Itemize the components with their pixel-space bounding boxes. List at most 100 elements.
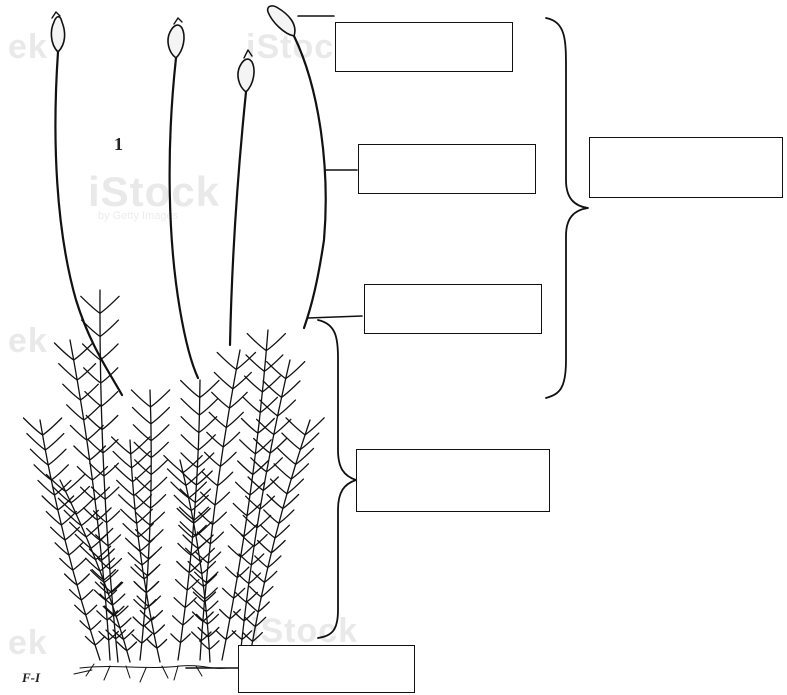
leaf xyxy=(85,392,101,407)
label-box-perichaetium[interactable] xyxy=(364,284,542,334)
seta xyxy=(170,58,198,378)
leaf xyxy=(260,397,277,412)
shoot-stem xyxy=(40,420,100,660)
leaf xyxy=(246,355,264,371)
capsule xyxy=(268,6,295,36)
leaf xyxy=(271,479,288,494)
leaf xyxy=(243,397,260,412)
leaf xyxy=(196,522,212,536)
leaf xyxy=(200,381,219,398)
shoot-stem xyxy=(130,440,160,662)
leaf xyxy=(164,456,183,473)
leaf xyxy=(101,368,118,383)
leaf xyxy=(73,558,86,570)
leaf xyxy=(134,480,151,495)
leaf xyxy=(151,611,162,621)
leaf xyxy=(151,442,168,457)
leaf xyxy=(181,399,199,415)
capsule xyxy=(238,59,254,92)
leaf xyxy=(220,610,230,619)
leaf xyxy=(286,418,305,435)
label-box-capsule[interactable] xyxy=(335,22,513,72)
leaf xyxy=(135,565,147,576)
leaf xyxy=(186,469,205,485)
leaf xyxy=(87,528,100,540)
leaf xyxy=(96,535,108,546)
leaf xyxy=(135,477,151,491)
leaf xyxy=(76,498,94,514)
leaf xyxy=(223,588,234,598)
leaf xyxy=(112,437,131,454)
leaf xyxy=(101,392,118,407)
leaf xyxy=(261,525,275,538)
leaf xyxy=(206,572,218,582)
leaf xyxy=(260,400,278,416)
leaf xyxy=(212,392,230,408)
leaf xyxy=(112,594,124,605)
leaf xyxy=(213,512,227,524)
leaf xyxy=(97,611,107,620)
leaf xyxy=(217,352,236,369)
label-box-sporophyte[interactable] xyxy=(589,137,783,198)
leaf xyxy=(266,334,285,351)
leaf xyxy=(131,437,150,454)
leaf xyxy=(255,556,268,568)
leaf xyxy=(87,425,103,440)
label-box-seta[interactable] xyxy=(358,144,536,194)
leaf xyxy=(233,503,247,515)
leaf xyxy=(55,480,71,495)
label-box-gametophyte[interactable] xyxy=(356,449,550,512)
label-box-rhizoids[interactable] xyxy=(238,645,415,693)
leaf xyxy=(240,440,256,454)
leaf xyxy=(84,405,101,420)
leaf xyxy=(185,598,196,608)
leaf xyxy=(154,625,164,634)
rhizoids xyxy=(74,664,226,682)
leaf xyxy=(201,492,215,505)
leaf xyxy=(258,541,272,553)
plate-mark: F-I xyxy=(22,670,40,686)
leaf xyxy=(234,612,244,621)
capsule xyxy=(168,25,184,58)
leaf xyxy=(199,417,217,433)
leaf xyxy=(71,486,90,502)
leaf xyxy=(209,641,219,650)
gametophyte-shoots xyxy=(24,290,325,662)
leaf xyxy=(151,477,167,491)
leaf xyxy=(181,417,199,433)
leaf xyxy=(82,320,101,336)
leaf xyxy=(99,631,109,640)
leaf xyxy=(45,434,64,450)
leaf xyxy=(238,461,253,474)
leaf xyxy=(192,632,202,641)
leaf xyxy=(151,425,169,441)
leaf xyxy=(90,621,100,630)
leaf xyxy=(138,524,153,537)
leaf xyxy=(103,606,113,615)
leaf xyxy=(150,512,164,525)
leaf xyxy=(198,435,215,450)
leaf xyxy=(205,588,217,599)
leaf xyxy=(214,372,232,388)
leaf xyxy=(209,412,226,427)
leaf xyxy=(120,618,131,628)
leaf xyxy=(108,535,120,546)
capsule xyxy=(51,17,64,52)
leaf xyxy=(84,368,101,383)
leaf xyxy=(86,416,102,430)
leaf xyxy=(242,419,258,434)
leaf xyxy=(146,582,158,593)
leaf xyxy=(127,642,137,651)
leaf xyxy=(264,510,279,523)
leaf xyxy=(247,334,266,351)
leaf xyxy=(231,525,244,537)
leaf xyxy=(237,573,249,583)
leaf xyxy=(198,628,208,637)
leaf xyxy=(86,605,97,615)
leaf xyxy=(51,465,68,480)
leaf xyxy=(274,464,291,479)
leaf xyxy=(43,418,62,435)
leaf xyxy=(136,495,151,508)
